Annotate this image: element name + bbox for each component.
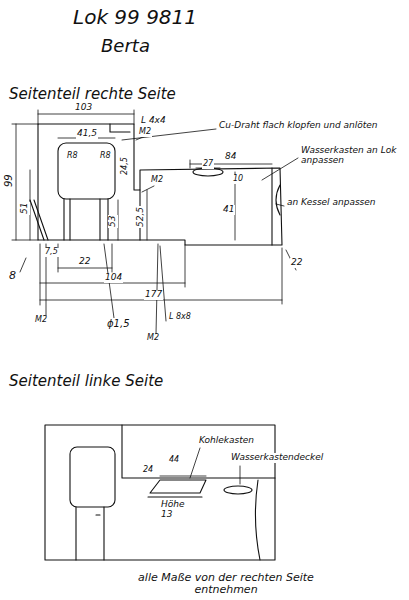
dimension: 51 bbox=[20, 202, 30, 215]
caption: alle Maße von der rechten Seite entnehme… bbox=[110, 572, 342, 596]
radius: R8 bbox=[66, 152, 79, 161]
dimension: 10 bbox=[232, 175, 244, 184]
dimension: 84 bbox=[224, 152, 237, 162]
dimension: 8 bbox=[8, 270, 17, 282]
dimension: 52,5 bbox=[136, 206, 146, 228]
dimension: 99 bbox=[3, 173, 14, 188]
dimension: 103 bbox=[74, 103, 93, 113]
dimension: 41,5 bbox=[76, 129, 98, 139]
left-side-panel bbox=[45, 425, 275, 560]
radius: R8 bbox=[99, 152, 112, 161]
part-note: L 8x8 bbox=[168, 313, 192, 322]
dimension: 27 bbox=[202, 160, 214, 169]
dimension: 7,5 bbox=[44, 248, 59, 257]
diameter: ϕ1,5 bbox=[106, 318, 131, 329]
dimension: 104 bbox=[104, 273, 123, 283]
thread-note: M2 bbox=[34, 316, 48, 325]
part-label: Wasserkastendeckel bbox=[230, 453, 324, 463]
section-heading: Seitenteil linke Seite bbox=[8, 373, 164, 390]
part-note: L 4x4 bbox=[140, 116, 167, 126]
dimension: 177 bbox=[144, 290, 163, 300]
dimension: 22 bbox=[78, 257, 91, 267]
part-label: Kohlekasten bbox=[198, 436, 255, 446]
thread-note: M2 bbox=[146, 334, 160, 343]
dimension: 24 bbox=[142, 466, 154, 475]
thread-note: M2 bbox=[150, 176, 164, 185]
thread-note: M2 bbox=[138, 128, 152, 137]
dimension: 44 bbox=[168, 456, 180, 465]
dimension: 24,5 bbox=[121, 156, 130, 176]
note: Wasserkasten an Lok anpassen bbox=[300, 146, 402, 166]
note: Cu-Draht flach klopfen und anlöten bbox=[218, 121, 400, 131]
dimension-lines bbox=[12, 110, 296, 305]
title: Lok 99 9811 bbox=[72, 6, 198, 28]
dimension: 53 bbox=[108, 215, 118, 228]
note: an Kessel anpassen bbox=[286, 198, 398, 208]
part-note: Höhe 13 bbox=[160, 500, 196, 520]
dimension: 22 bbox=[290, 258, 303, 268]
leader-lines bbox=[46, 129, 298, 334]
section-heading: Seitenteil rechte Seite bbox=[8, 86, 177, 103]
subtitle: Berta bbox=[100, 36, 151, 56]
dimension: 41 bbox=[222, 205, 235, 215]
right-side-panel bbox=[30, 124, 282, 245]
